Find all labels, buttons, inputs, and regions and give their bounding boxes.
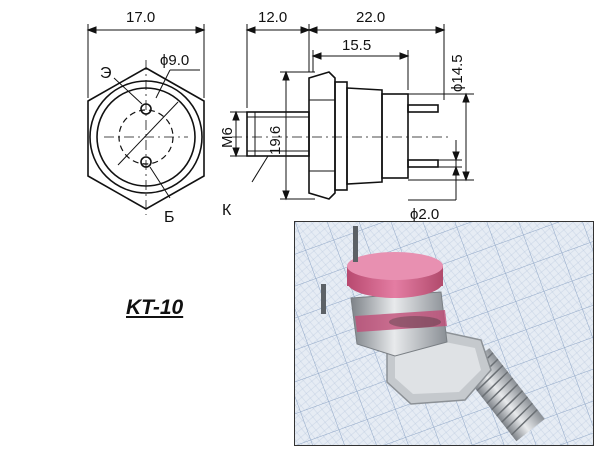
side-view: [232, 71, 450, 200]
top-disc: [381, 93, 409, 179]
front-view: [87, 60, 205, 215]
dim-pin-diameter-text: ϕ9.0: [160, 52, 189, 69]
collector-leader: [251, 155, 269, 183]
dim-hex-text: 19.6: [267, 126, 284, 155]
product-photo: [294, 221, 594, 446]
dim-lead-offset-text: 15.5: [342, 37, 371, 54]
thread-dimension: [230, 110, 247, 158]
dim-length-text: 22.0: [356, 9, 385, 26]
dim-offset-text: 12.0: [258, 9, 287, 26]
dim-thread-text: M6: [219, 127, 236, 148]
dim-width-text: 17.0: [126, 9, 155, 26]
lead-upper: [407, 104, 439, 113]
photo-lead-1: [353, 226, 358, 262]
base-label: Б: [164, 209, 175, 226]
photo-illustration: [295, 222, 593, 445]
width-dimension: [86, 24, 206, 98]
collector-label: К: [222, 202, 232, 219]
dim-body-diameter-text: ϕ14.5: [449, 54, 466, 92]
offset-dimension: [245, 24, 311, 108]
hex-body: [308, 71, 336, 200]
can-body: [346, 87, 383, 185]
lead-diameter-dimension: [408, 140, 462, 201]
lead-lower: [407, 159, 439, 168]
photo-lead-2: [321, 284, 326, 314]
part-label: KT-10: [126, 296, 184, 319]
flange: [334, 81, 348, 191]
hex-dimension: [280, 70, 315, 201]
emitter-label: Э: [100, 65, 112, 82]
lead-offset-dimension: [311, 50, 410, 90]
body-diameter-dimension: [408, 92, 474, 182]
dim-lead-diameter-text: ϕ2.0: [410, 206, 439, 223]
length-dimension: [307, 24, 446, 100]
